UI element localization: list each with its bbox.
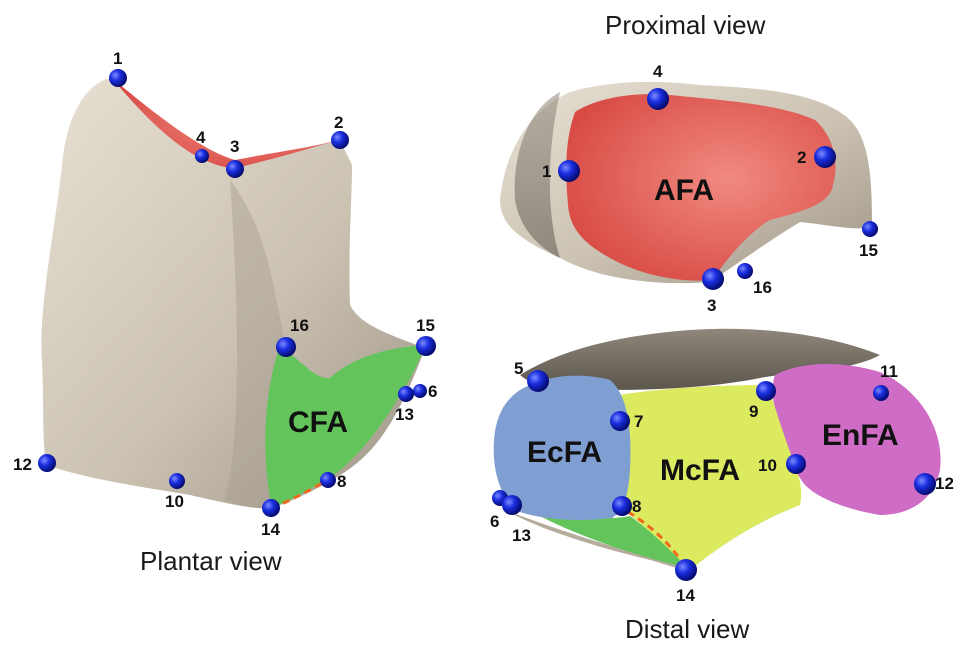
plantar-label-16: 16: [290, 316, 309, 335]
plantar-landmark-10: [169, 473, 185, 489]
distal-label-7: 7: [634, 412, 643, 431]
plantar-landmark-4: [195, 149, 209, 163]
plantar-landmark-dots: [38, 69, 436, 517]
distal-enfa-surface: [772, 364, 941, 515]
proximal-view-caption: Proximal view: [605, 10, 766, 40]
distal-region-mcfa: McFA: [660, 454, 740, 487]
proximal-label-2: 2: [797, 148, 806, 167]
distal-region-enfa: EnFA: [822, 419, 899, 452]
plantar-label-6: 6: [428, 382, 437, 401]
distal-label-11: 11: [880, 362, 898, 381]
distal-landmark-14: [675, 559, 697, 581]
plantar-label-1: 1: [113, 49, 122, 68]
plantar-landmark-8: [320, 472, 336, 488]
distal-view-caption: Distal view: [625, 614, 749, 644]
plantar-landmark-12: [38, 454, 56, 472]
plantar-cfa-surface: [265, 345, 425, 508]
plantar-label-12: 12: [13, 455, 32, 474]
distal-landmark-9: [756, 381, 776, 401]
proximal-label-4: 4: [653, 62, 663, 81]
distal-landmark-10: [786, 454, 806, 474]
distal-bone-top: [520, 328, 880, 390]
proximal-region-afa: AFA: [654, 174, 714, 207]
plantar-label-2: 2: [334, 113, 343, 132]
proximal-bone-dark: [514, 92, 560, 258]
plantar-landmark-15: [416, 336, 436, 356]
plantar-landmark-1: [109, 69, 127, 87]
proximal-label-3: 3: [707, 296, 716, 315]
proximal-afa-surface: [566, 94, 836, 281]
distal-view: 5 6 7 8 9 10 11 12 13 14 EcFA McFA EnFA …: [490, 328, 954, 644]
distal-landmark-7: [610, 411, 630, 431]
plantar-region-cfa: CFA: [288, 406, 348, 439]
distal-cfa-surface: [520, 505, 688, 568]
distal-landmark-13: [502, 495, 522, 515]
plantar-label-10: 10: [165, 492, 184, 511]
proximal-landmark-3: [702, 268, 724, 290]
proximal-landmark-labels: 1 2 3 4 15 16: [542, 62, 878, 315]
distal-label-12: 12: [935, 474, 954, 493]
proximal-landmark-1: [558, 160, 580, 182]
distal-mcfa-surface: [620, 385, 802, 570]
distal-label-9: 9: [749, 402, 758, 421]
distal-landmark-dots: [492, 370, 936, 581]
distal-landmark-11: [873, 385, 889, 401]
proximal-landmark-2: [814, 146, 836, 168]
plantar-label-13: 13: [395, 405, 414, 424]
proximal-label-16: 16: [753, 278, 772, 297]
plantar-label-14: 14: [261, 520, 280, 539]
plantar-landmark-6: [413, 384, 427, 398]
proximal-landmark-4: [647, 88, 669, 110]
plantar-landmark-labels: 1 2 3 4 6 8 10 12 13 14 15 16: [13, 49, 437, 539]
distal-label-14: 14: [676, 586, 695, 605]
distal-landmark-5: [527, 370, 549, 392]
distal-label-6: 6: [490, 512, 499, 531]
plantar-landmark-3: [226, 160, 244, 178]
proximal-label-15: 15: [859, 241, 878, 260]
plantar-view: 1 2 3 4 6 8 10 12 13 14 15 16 CFA Planta…: [13, 49, 437, 576]
plantar-label-3: 3: [230, 137, 239, 156]
plantar-landmark-2: [331, 131, 349, 149]
distal-landmark-labels: 5 6 7 8 9 10 11 12 13 14: [490, 359, 954, 605]
plantar-landmark-16: [276, 337, 296, 357]
distal-landmark-8: [612, 496, 632, 516]
plantar-view-caption: Plantar view: [140, 546, 282, 576]
plantar-afa-surface: [112, 78, 338, 168]
proximal-landmark-16: [737, 263, 753, 279]
proximal-landmark-15: [862, 221, 878, 237]
distal-label-5: 5: [514, 359, 523, 378]
proximal-view: 1 2 3 4 15 16 AFA Proximal view: [500, 10, 878, 315]
plantar-landmark-14: [262, 499, 280, 517]
plantar-landmark-13: [398, 386, 414, 402]
plantar-label-15: 15: [416, 316, 435, 335]
distal-landmark-12: [914, 473, 936, 495]
plantar-label-8: 8: [337, 472, 346, 491]
distal-label-13: 13: [512, 526, 531, 545]
distal-label-8: 8: [632, 497, 641, 516]
distal-label-10: 10: [758, 456, 777, 475]
plantar-label-4: 4: [196, 128, 206, 147]
distal-ecfa-surface: [493, 375, 631, 520]
proximal-landmark-dots: [558, 88, 878, 290]
proximal-label-1: 1: [542, 162, 551, 181]
distal-region-ecfa: EcFA: [527, 436, 602, 469]
